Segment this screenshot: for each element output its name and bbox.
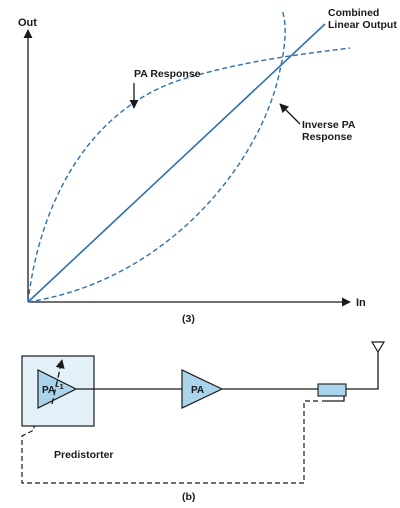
feedback-path xyxy=(21,400,318,484)
x-axis-label: In xyxy=(356,297,366,309)
bottom-caption: (b) xyxy=(182,491,195,503)
inverse-pa-response-curve xyxy=(27,9,286,303)
transfer-curve-diagram: Out In Combined Linear Output PA Respons… xyxy=(18,7,397,325)
inverse-pa-amplifier xyxy=(37,369,78,409)
predistorter-label: Predistorter xyxy=(54,449,114,461)
coupler-inner-line xyxy=(322,396,345,402)
combined-output-label: Combined Linear Output xyxy=(328,7,397,31)
antenna-icon xyxy=(370,341,386,354)
pa-label: PA xyxy=(191,385,204,396)
predistortion-block-diagram: PA−1 PA Predistorter (b) xyxy=(21,341,386,503)
pa-response-label: PA Response xyxy=(134,68,201,80)
pa-response-curve xyxy=(27,47,351,303)
inverse-pa-label: PA−1 xyxy=(42,382,64,396)
adjust-arrow xyxy=(51,359,65,405)
combined-linear-output-line xyxy=(27,23,326,303)
coupler xyxy=(317,383,347,397)
inverse-pa-response-pointer xyxy=(279,103,301,125)
inverse-pa-response-label: Inverse PA Response xyxy=(302,119,358,143)
top-caption: (3) xyxy=(182,313,195,325)
y-axis-label: Out xyxy=(18,17,37,29)
pa-amplifier xyxy=(181,369,224,409)
antenna-feed-line xyxy=(346,352,379,390)
